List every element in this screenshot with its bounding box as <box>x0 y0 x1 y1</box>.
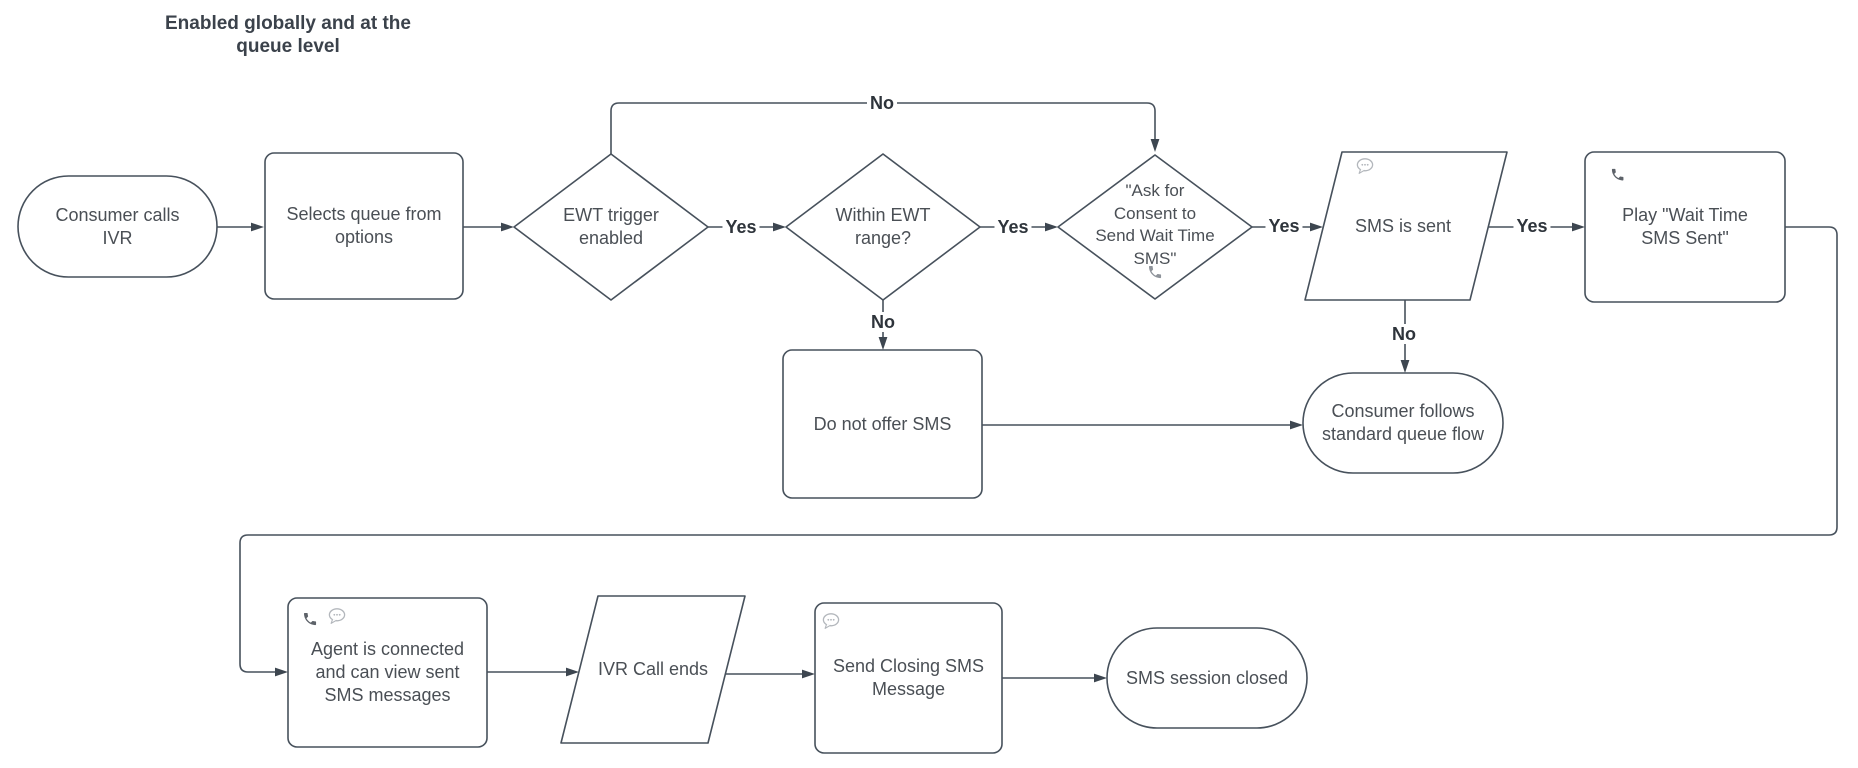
diagram-heading: Enabled globally and at the queue level <box>165 13 411 57</box>
node-shape-ewt-trigger <box>513 153 709 301</box>
edge-playwait-to-agent <box>239 226 1838 677</box>
node-shape-standard-queue-flow <box>1302 372 1504 474</box>
edge-label-smssent-no: No <box>1389 324 1419 344</box>
node-shape-ivr-call-ends <box>560 595 746 744</box>
node-shape-consumer-calls-ivr <box>17 175 218 278</box>
node-shape-sms-is-sent <box>1304 151 1508 301</box>
node-shape-play-wait-time <box>1584 151 1786 303</box>
node-shape-sms-session-closed <box>1106 627 1308 729</box>
node-shape-do-not-offer <box>782 349 983 499</box>
edge-label-within-no: No <box>868 312 898 332</box>
node-shape-within-ewt <box>785 153 981 301</box>
edge-label-ewt-no: No <box>867 93 897 113</box>
node-shape-send-closing-sms <box>814 602 1003 754</box>
node-shape-selects-queue <box>264 152 464 300</box>
edge-label-consent-yes: Yes <box>1265 216 1303 236</box>
edge-label-smssent-yes: Yes <box>1513 216 1551 236</box>
node-shape-agent-connected <box>287 597 488 748</box>
edge-label-within-yes: Yes <box>994 217 1032 237</box>
edge-label-ewt-yes: Yes <box>722 217 760 237</box>
node-shape-ask-consent <box>1057 154 1253 300</box>
